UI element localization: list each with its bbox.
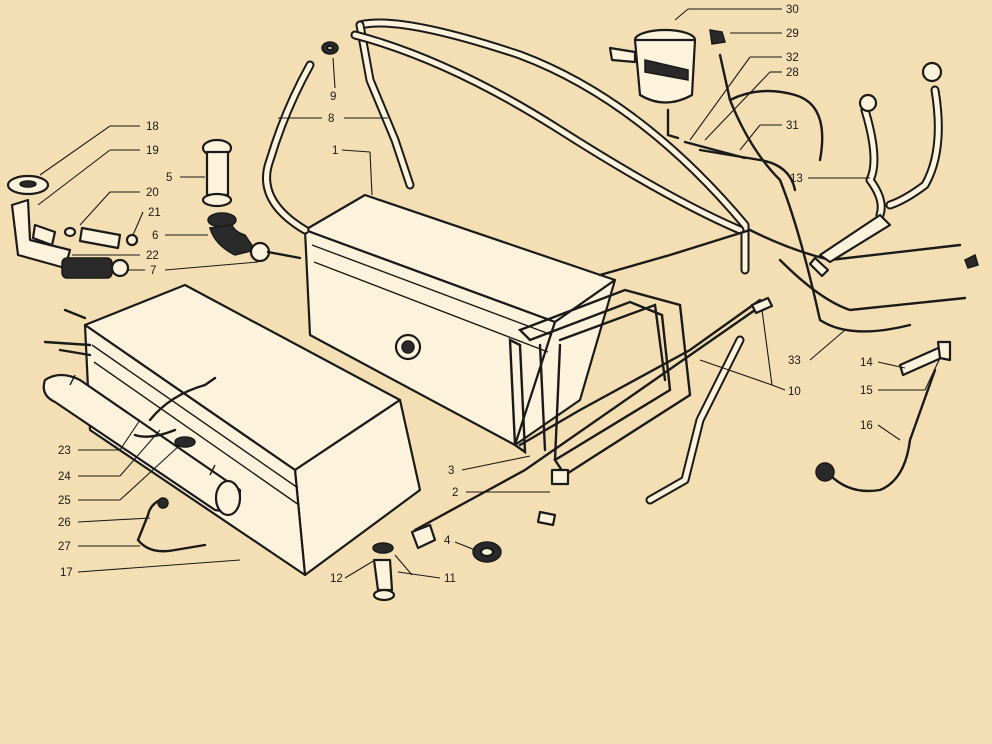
callout-label: 1 [332,145,338,157]
flexible-hose-assembly [808,61,943,278]
callout-22: 22 [72,250,159,262]
callout-7: 7 [128,261,259,277]
tank-retaining-frame [517,288,692,486]
callout-28: 28 [704,67,799,141]
tee-piece [898,340,952,377]
callout-21: 21 [132,207,161,236]
callout-10: 10 [699,309,801,398]
callout-3: 3 [448,455,531,477]
fuel-pump-assembly [608,28,912,333]
tank-strap [508,338,527,455]
callout-label: 25 [58,495,71,507]
callout-label: 28 [786,67,799,79]
callout-label: 3 [448,465,454,477]
callout-label: 19 [146,145,159,157]
fuel-lines [413,228,967,532]
callout-25: 25 [58,444,181,507]
mounting-clip [136,498,207,553]
earth-lead [815,368,937,493]
callout-label: 26 [58,517,71,529]
callout-label: 22 [146,250,159,262]
callout-label: 32 [786,52,799,64]
callout-label: 17 [60,567,73,579]
union-fitting [964,253,979,269]
callout-label: 16 [860,420,873,432]
line-connector [750,296,774,315]
callout-13: 13 [790,173,870,185]
callout-6: 6 [152,230,208,242]
callout-33: 33 [788,329,846,367]
callout-18: 18 [39,121,159,176]
callout-31: 31 [739,120,799,151]
callout-label: 18 [146,121,159,133]
callout-label: 2 [452,487,458,499]
callout-14: 14 [860,357,906,369]
sender-unit [372,542,396,602]
callout-2: 2 [452,487,550,499]
small-plug [536,510,557,527]
callout-4: 4 [444,535,476,551]
filler-neck-assembly-left [6,174,139,279]
callout-label: 29 [786,28,799,40]
callout-11: 11 [394,554,456,585]
drain-plug [472,541,502,563]
callout-23: 23 [58,419,141,457]
callout-label: 30 [786,4,799,16]
callout-30: 30 [674,4,799,21]
callout-label: 5 [166,172,172,184]
callout-label: 33 [788,355,801,367]
callout-label: 8 [328,113,334,125]
callout-12: 12 [330,559,376,585]
breather-hoses [262,18,750,505]
callout-20: 20 [79,187,159,226]
clip-bolt [157,497,169,509]
callout-label: 6 [152,230,158,242]
callout-17: 17 [60,559,241,579]
callout-label: 27 [58,541,71,553]
callout-label: 12 [330,573,343,585]
fuel-filter-canister [42,373,242,517]
callout-label: 11 [444,573,456,585]
auxiliary-fuel-tank [83,283,422,577]
callout-label: 10 [788,386,801,398]
callout-label: 9 [330,91,336,103]
callout-8: 8 [278,113,388,125]
callout-label: 21 [148,207,161,219]
callout-1: 1 [332,145,373,196]
callout-label: 4 [444,535,451,547]
callout-9: 9 [330,57,336,103]
callout-15: 15 [860,357,941,397]
callout-27: 27 [58,541,140,553]
callout-label: 31 [786,120,799,132]
callout-19: 19 [37,145,159,206]
callout-label: 23 [58,445,71,457]
callout-label: 7 [150,265,156,277]
main-fuel-tank [303,193,617,447]
callout-16: 16 [860,420,901,441]
callout-label: 15 [860,385,873,397]
callout-32: 32 [689,52,799,141]
line-nut [410,523,437,550]
tank-outlet-pipe-upper [43,308,92,347]
callout-label: 13 [790,173,803,185]
grommet-center [325,44,335,52]
callout-5: 5 [166,172,205,184]
tank-outlet-pipe-lower [58,348,92,357]
callout-26: 26 [58,517,151,529]
callout-label: 20 [146,187,159,199]
callout-29: 29 [730,28,799,40]
callout-label: 24 [58,471,71,483]
callout-24: 24 [58,429,161,483]
filler-neck-assembly-right [201,138,302,263]
callout-label: 14 [860,357,873,369]
